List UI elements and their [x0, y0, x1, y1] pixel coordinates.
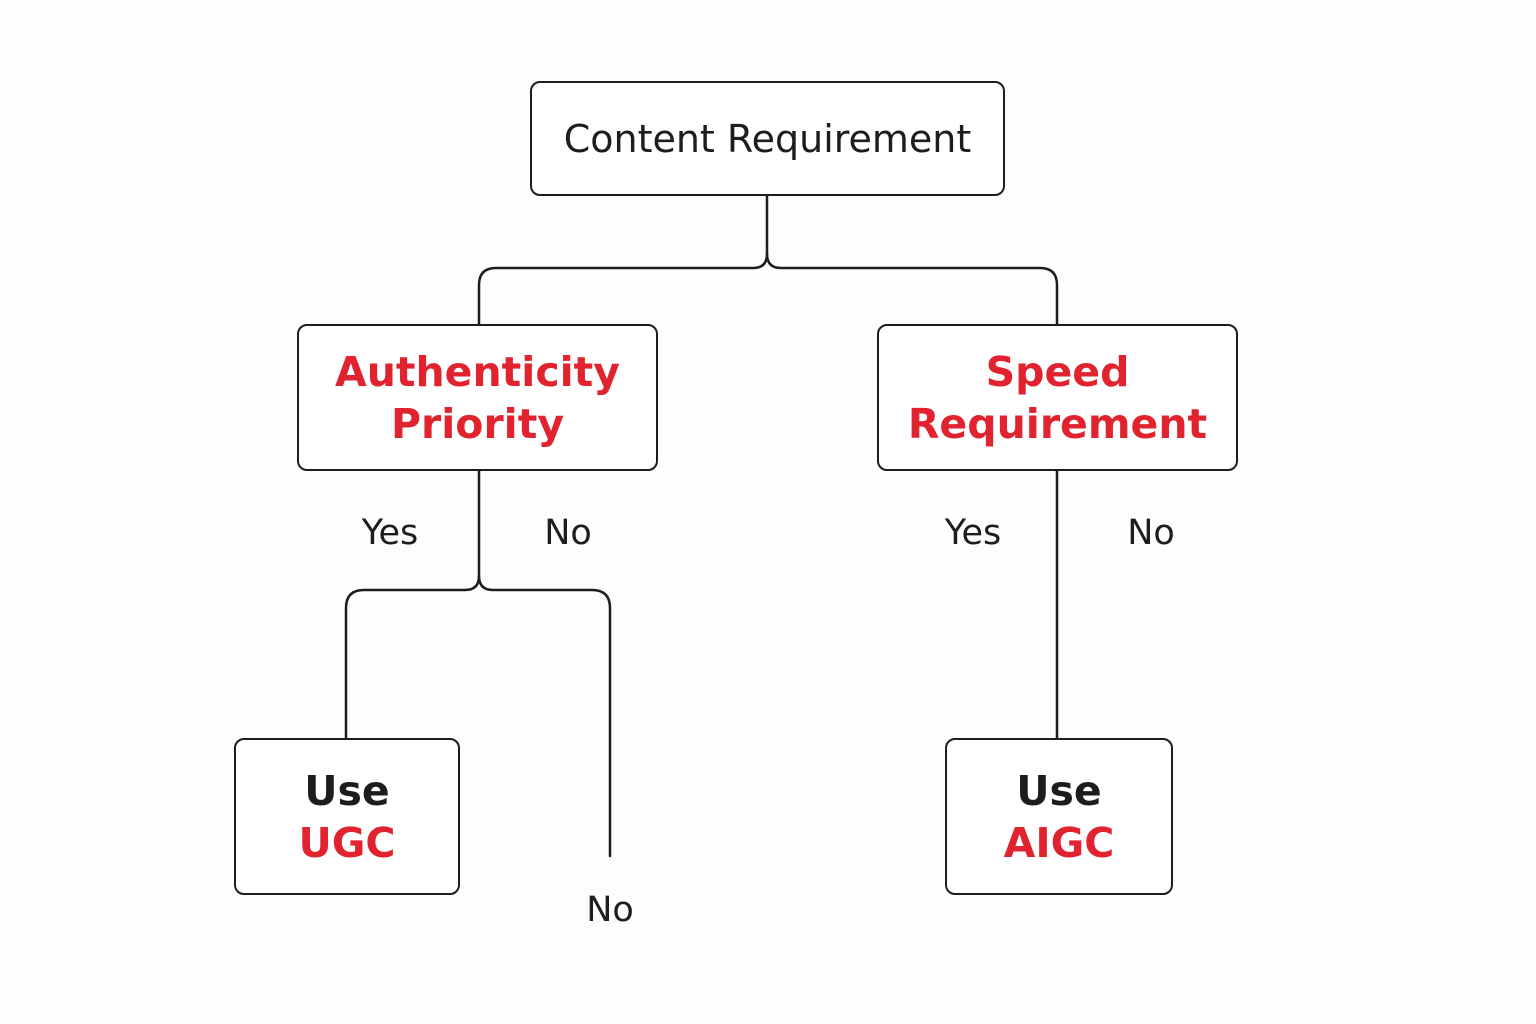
- left-yes-label: Yes: [361, 513, 419, 553]
- dangling-no-label: No: [586, 890, 634, 930]
- right-yes-label: Yes: [944, 513, 1002, 553]
- root-connector: [477, 194, 769, 326]
- use-ugc-node: Use UGC: [234, 738, 460, 895]
- use-ugc-prefix: Use: [304, 766, 390, 815]
- speed-requirement-line2: Requirement: [907, 399, 1208, 448]
- authenticity-priority-node: Authenticity Priority: [297, 324, 658, 471]
- left-branch-no-connector: [477, 574, 612, 858]
- authenticity-priority-line2: Priority: [390, 399, 565, 448]
- left-no-label: No: [544, 513, 592, 553]
- use-aigc-prefix: Use: [1016, 766, 1102, 815]
- authenticity-priority-line1: Authenticity: [334, 347, 621, 396]
- use-aigc-node: Use AIGC: [945, 738, 1173, 895]
- content-requirement-label: Content Requirement: [563, 116, 972, 161]
- use-ugc-value: UGC: [298, 818, 396, 867]
- speed-requirement-node: Speed Requirement: [877, 324, 1238, 471]
- use-aigc-value: AIGC: [1003, 818, 1115, 867]
- content-requirement-node: Content Requirement: [530, 81, 1005, 196]
- right-no-label: No: [1127, 513, 1175, 553]
- left-branch-connector: [344, 469, 481, 740]
- root-connector-right: [765, 252, 1059, 326]
- speed-requirement-line1: Speed: [985, 347, 1130, 396]
